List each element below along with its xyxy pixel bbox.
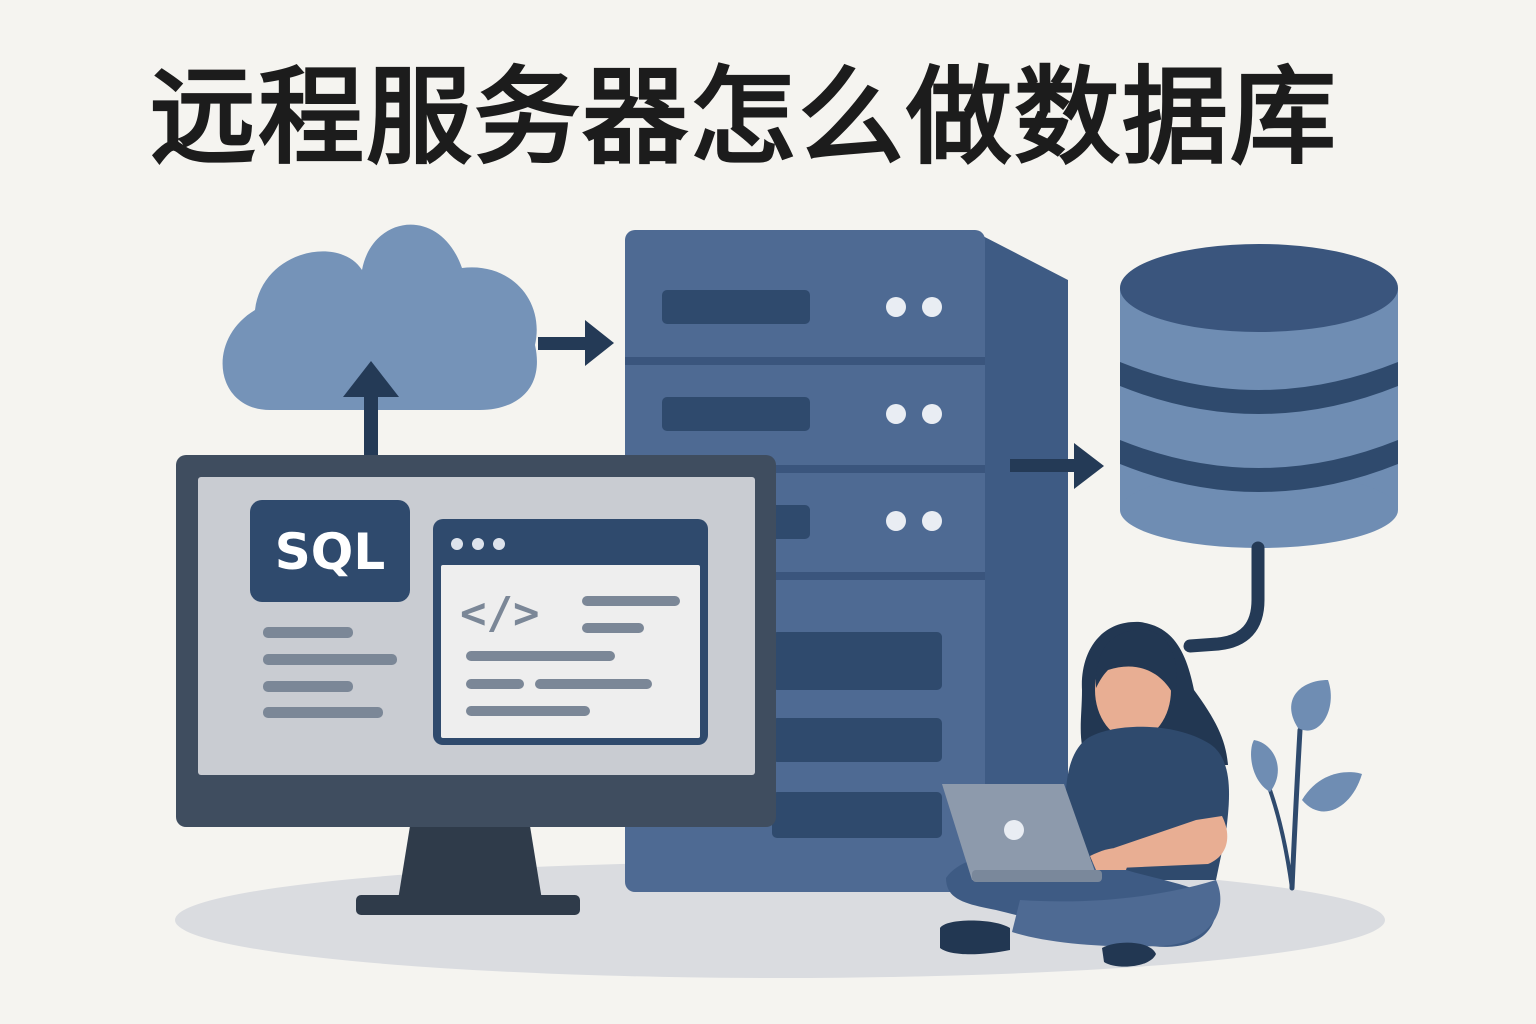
cloud-icon (222, 224, 537, 410)
arrow-right-icon (1010, 443, 1104, 489)
laptop-icon (942, 784, 1102, 882)
code-window-icon: </> (433, 519, 708, 745)
page-title: 远程服务器怎么做数据库 (150, 56, 1338, 179)
screen-text-lines (263, 627, 397, 718)
code-symbol: </> (460, 588, 539, 639)
database-cable (1183, 541, 1265, 653)
arrow-right-icon (538, 320, 614, 366)
database-icon (1120, 244, 1398, 548)
person-icon (940, 621, 1230, 967)
arrow-up-icon (343, 361, 399, 457)
plant-icon (1251, 680, 1362, 891)
sql-badge: SQL (250, 500, 410, 602)
sql-badge-label: SQL (275, 523, 385, 581)
